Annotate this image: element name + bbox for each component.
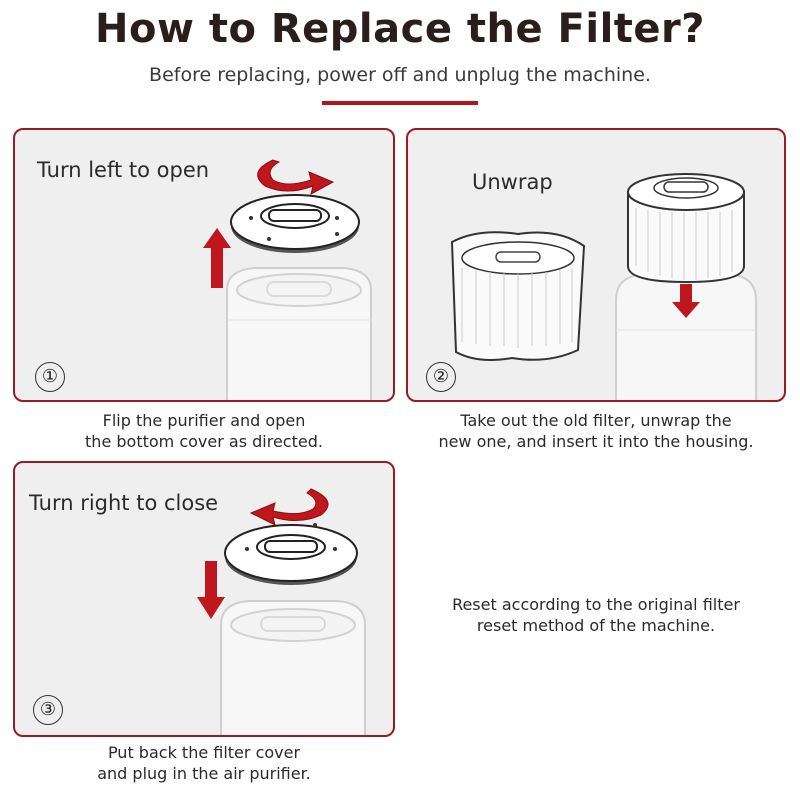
new-filter-icon — [627, 173, 745, 284]
caption-line: and plug in the air purifier. — [97, 764, 311, 783]
caption-line: the bottom cover as directed. — [85, 432, 323, 451]
down-arrow-icon — [197, 561, 225, 619]
step-number: ③ — [33, 695, 63, 725]
page-title: How to Replace the Filter? — [95, 6, 705, 52]
caption-line: Put back the filter cover — [107, 743, 301, 762]
step-3-illustration — [197, 488, 366, 735]
down-arrow-icon — [672, 284, 700, 318]
reset-note-line: Reset according to the original filter — [452, 595, 740, 614]
step-label: Unwrap — [472, 170, 553, 194]
caption-line: Flip the purifier and open — [102, 411, 306, 430]
step-label: Turn right to close — [29, 491, 219, 515]
step-panel-2: Unwrap ② — [406, 128, 786, 402]
step-caption-1: Flip the purifier and open the bottom co… — [13, 410, 395, 452]
purifier-icon — [226, 267, 372, 400]
caption-line: new one, and insert it into the housing. — [438, 432, 754, 451]
page-subtitle: Before replacing, power off and unplug t… — [149, 64, 651, 86]
step-number: ① — [35, 362, 65, 392]
reset-note: Reset according to the original filter r… — [406, 594, 786, 636]
step-caption-2: Take out the old filter, unwrap the new … — [406, 410, 786, 452]
filter-cover-icon — [230, 194, 360, 253]
step-caption-3: Put back the filter cover and plug in th… — [13, 742, 395, 784]
step-number: ② — [426, 362, 456, 392]
purifier-icon — [220, 600, 366, 735]
reset-note-line: reset method of the machine. — [476, 616, 716, 635]
up-arrow-icon — [203, 228, 231, 288]
curved-arrow-icon — [249, 488, 329, 526]
caption-line: Take out the old filter, unwrap the — [460, 411, 732, 430]
step-1-illustration — [203, 159, 372, 400]
step-label: Turn left to open — [37, 158, 210, 182]
step-panel-1: Turn left to open ① — [13, 128, 395, 402]
step-2-illustration — [450, 173, 757, 400]
wrapped-filter-icon — [450, 231, 586, 361]
curved-arrow-icon — [257, 159, 335, 195]
title-divider — [322, 101, 478, 105]
filter-cover-icon — [224, 523, 358, 585]
step-panel-3: Turn right to close ③ — [13, 461, 395, 737]
